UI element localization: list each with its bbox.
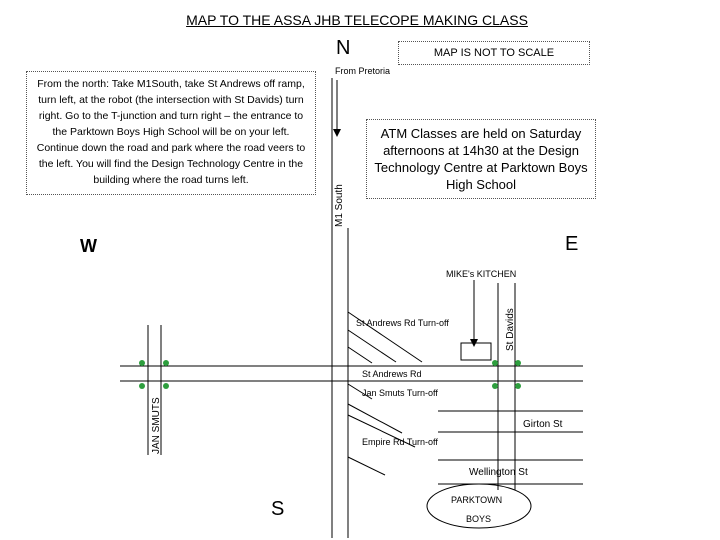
traffic-light (515, 383, 521, 389)
st-davids-label: St Davids (505, 308, 516, 351)
mikes-kitchen-arrow-head (470, 339, 478, 347)
traffic-light (515, 360, 521, 366)
m1-south-label: M1 South (334, 184, 345, 227)
wellington-st-label: Wellington St (469, 467, 528, 478)
st-andrews-ramp-3 (347, 346, 373, 364)
st-andrews-ramp-2 (347, 329, 397, 363)
directions-text-box: From the north: Take M1South, take St An… (26, 71, 316, 195)
jan-smuts-ramp-1 (347, 383, 373, 400)
st-andrews-rd-label: St Andrews Rd (362, 369, 422, 379)
traffic-light (492, 383, 498, 389)
traffic-light (163, 383, 169, 389)
empire-ramp-2 (347, 456, 386, 476)
girton-st-label: Girton St (523, 419, 563, 430)
st-andrews-turnoff-label: St Andrews Rd Turn-off (356, 318, 449, 328)
scale-note-box: MAP IS NOT TO SCALE (398, 41, 590, 65)
mikes-kitchen-label: MIKE's KITCHEN (446, 269, 517, 279)
empire-turnoff-label: Empire Rd Turn-off (362, 437, 438, 447)
traffic-light (139, 360, 145, 366)
parktown-label-line2: BOYS (466, 514, 492, 524)
traffic-light (492, 360, 498, 366)
atm-info-box: ATM Classes are held on Saturday afterno… (366, 119, 596, 199)
jan-smuts-label: JAN SMUTS (151, 397, 162, 454)
empire-ramp-1 (347, 414, 416, 448)
traffic-light (139, 383, 145, 389)
pretoria-arrow-head (333, 129, 341, 137)
parktown-label-line1: PARKTOWN (451, 495, 503, 505)
compass-south: S (271, 498, 285, 520)
from-pretoria-label: From Pretoria (335, 66, 391, 76)
compass-north: N (336, 37, 351, 59)
compass-west: W (80, 236, 97, 256)
traffic-light (163, 360, 169, 366)
parktown-boys-school (426, 483, 532, 529)
jan-smuts-ramp-2 (347, 403, 403, 434)
st-andrews-ramp-1 (347, 311, 423, 363)
mikes-kitchen-building (460, 342, 492, 361)
map-title: MAP TO THE ASSA JHB TELECOPE MAKING CLAS… (186, 12, 528, 28)
jan-smuts-turnoff-label: Jan Smuts Turn-off (362, 388, 438, 398)
compass-east: E (565, 233, 579, 255)
